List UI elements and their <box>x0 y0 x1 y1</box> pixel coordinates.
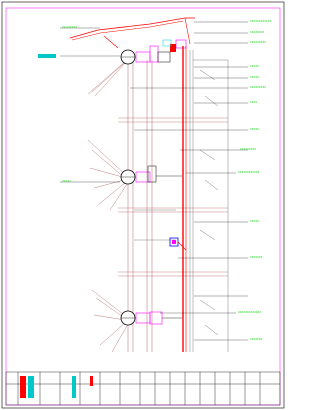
callout-label: XXXXXXXX <box>250 30 264 34</box>
callout-label: XXXXX <box>250 127 259 131</box>
sheet-border-outer <box>1 1 285 409</box>
node-bottom <box>120 310 182 326</box>
callout-label: XXXXXXX <box>250 337 263 341</box>
callout-label: XXXXX <box>62 179 71 183</box>
tag-box <box>38 54 56 58</box>
callout-label: XXXXX <box>250 64 259 68</box>
floor-lines <box>118 117 228 277</box>
sheet-border-inner <box>5 7 281 406</box>
anchor-box <box>169 237 187 251</box>
callout-label: XXXXXXXXXXXXX <box>238 310 261 314</box>
title-block <box>5 371 281 406</box>
callout-label: XX-XXXXXX <box>62 25 77 29</box>
cad-drawing-sheet: XXXXXXXXXXXX XXXXXXXX XXXXXXXXX XXXXX XX… <box>1 1 285 409</box>
callout-label: XXXXXXXXX <box>240 147 256 151</box>
steel-columns <box>127 60 153 352</box>
right-callout-labels: XXXXXXXXXXXX XXXXXXXX XXXXXXXXX XXXXX XX… <box>238 19 272 341</box>
callout-label: XXXXX <box>250 75 259 79</box>
node-middle <box>120 165 182 185</box>
callout-label: XXXXX <box>250 219 259 223</box>
callout-label: XXXXXXXXX <box>250 40 266 44</box>
leader-lines <box>60 21 248 341</box>
callout-label: XXXXXXXXXXXX <box>238 170 260 174</box>
drawing-canvas: XXXXXXXXXXXX XXXXXXXX XXXXXXXXX XXXXX XX… <box>1 1 285 409</box>
callout-label: XXXX <box>250 100 257 104</box>
callout-label: XXXXXXX <box>250 255 263 259</box>
coping-assembly <box>69 17 195 52</box>
callout-label: XXXXXXXXX <box>250 85 266 89</box>
glass-panels <box>134 50 229 352</box>
left-callout-labels: XX-XXXXXX XXXXX <box>38 25 77 183</box>
mullion <box>182 46 187 352</box>
callout-label: XXXXXXXXXXXX <box>250 19 272 23</box>
node-top <box>120 45 171 65</box>
truss-diagonals <box>87 57 131 353</box>
